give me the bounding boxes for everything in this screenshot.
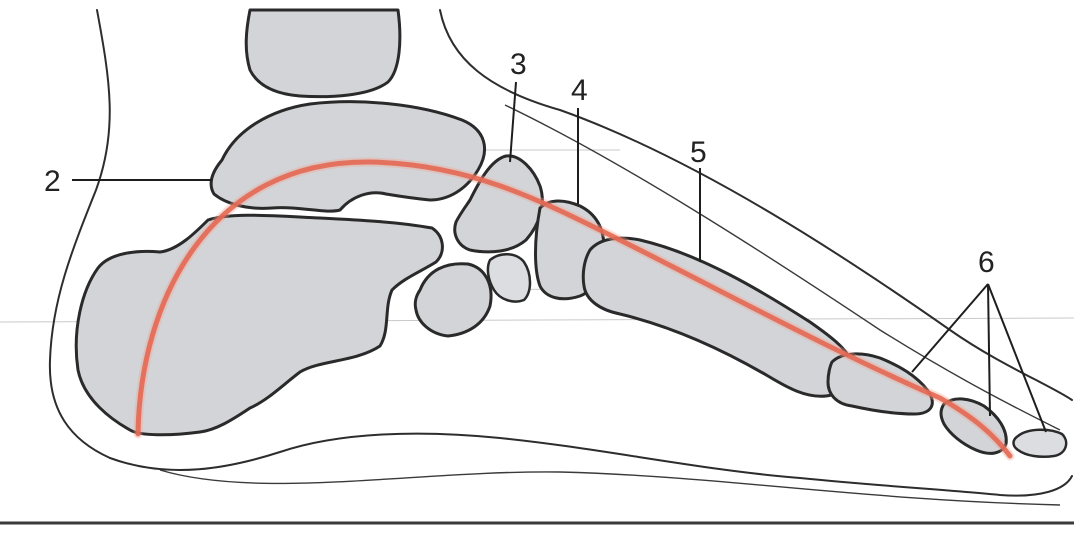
tibia-bone: [246, 10, 400, 97]
label-5: 5: [690, 136, 707, 169]
leader-line-6a: [912, 284, 988, 372]
first-metatarsal-bone: [583, 238, 852, 396]
label-3: 3: [510, 48, 527, 81]
label-6: 6: [978, 246, 995, 279]
label-4: 4: [571, 74, 588, 107]
label-2: 2: [44, 165, 61, 198]
calcaneus-bone: [76, 215, 442, 435]
leader-line-6b: [988, 284, 990, 416]
intermediate-cuneiform-bone: [488, 254, 530, 301]
sesamoid-bone: [1014, 430, 1067, 457]
cuboid-bone: [415, 264, 491, 336]
